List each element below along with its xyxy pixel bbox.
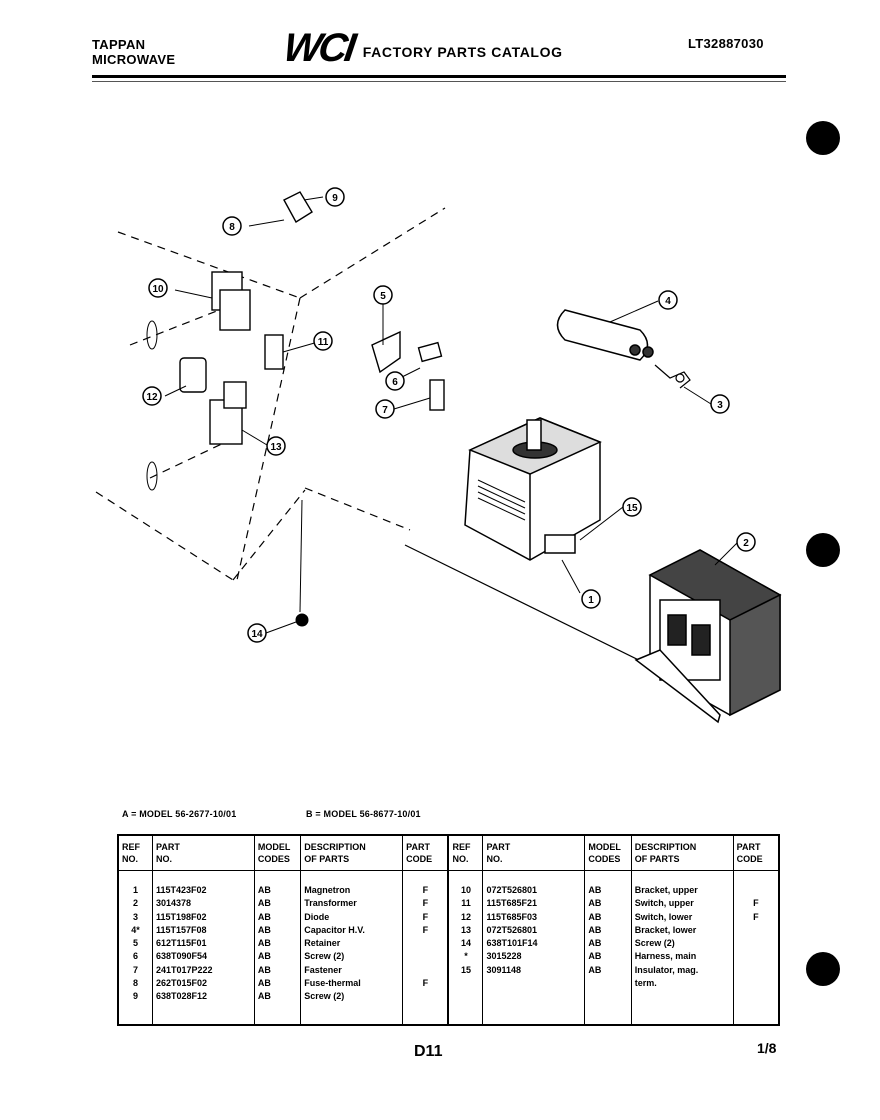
catalog-title: FACTORY PARTS CATALOG — [362, 44, 563, 60]
callout-8 — [222, 216, 242, 236]
ref-no-column-2: 10 11 12 13 14 * 15 — [447, 870, 483, 1025]
callout-label-12: 12 — [146, 392, 158, 403]
model-a-legend: A = MODEL 56-2677-10/01 — [122, 809, 237, 819]
callout-label-11: 11 — [318, 337, 329, 348]
header-model-codes: MODEL CODES — [253, 835, 301, 871]
model-codes-column-2: AB AB AB AB AB AB AB — [584, 870, 632, 1025]
header-ref-no: REF NO. — [118, 835, 153, 871]
callout-12 — [142, 386, 162, 406]
callout-10 — [148, 278, 168, 298]
callout-5 — [373, 285, 393, 305]
callout-label-2: 2 — [743, 538, 749, 549]
part-no-column-2: 072T526801 115T685F21 115T685F03 072T526… — [482, 870, 585, 1025]
callout-label-13: 13 — [270, 442, 282, 453]
catalog-header: WCI FACTORY PARTS CATALOG — [281, 26, 563, 70]
header-ref-no-2: REF NO. — [447, 835, 483, 871]
callout-14 — [247, 623, 267, 643]
header-model-codes-2: MODEL CODES — [584, 835, 632, 871]
part-code-column-2: F F — [732, 870, 779, 1025]
callout-9 — [325, 187, 345, 207]
capacitor — [556, 309, 654, 361]
callout-label-6: 6 — [392, 377, 398, 388]
callout-label-14: 14 — [251, 629, 263, 640]
part-code-column: F F F F F — [402, 870, 449, 1025]
header-part-no-2: PART NO. — [482, 835, 585, 871]
leader-lines — [146, 196, 738, 634]
callout-11 — [313, 331, 333, 351]
table-row: 1 2 3 4* 5 6 7 8 9 115T423F02 3014378 11… — [118, 870, 779, 1025]
diode — [654, 364, 691, 389]
callout-label-8: 8 — [229, 222, 235, 233]
ref-callout-labels: 1 2 3 4 5 6 7 8 9 10 11 12 13 14 15 — [146, 193, 749, 640]
model-b-legend: B = MODEL 56-8677-10/01 — [306, 809, 421, 819]
brand-line-1: TAPPAN — [92, 37, 146, 52]
callout-6 — [385, 371, 405, 391]
callout-label-10: 10 — [152, 284, 164, 295]
switch-assemblies — [179, 191, 445, 445]
binder-hole-middle — [806, 533, 840, 567]
callout-label-7: 7 — [382, 405, 388, 416]
brand-line-2: MICROWAVE — [92, 52, 176, 67]
callout-3 — [710, 394, 730, 414]
callout-label-5: 5 — [380, 291, 386, 302]
ref-callouts — [142, 187, 756, 643]
callout-13 — [266, 436, 286, 456]
parts-table-header: REF NO. PART NO. MODEL CODES DESCRIPTION… — [118, 835, 779, 871]
description-column: Magnetron Transformer Diode Capacitor H.… — [300, 870, 403, 1025]
binder-hole-bottom — [806, 952, 840, 986]
callout-label-15: 15 — [626, 503, 638, 514]
page-count: 1/8 — [757, 1040, 777, 1056]
catalog-number: LT32887030 — [688, 36, 764, 51]
header-part-code-2: PART CODE — [732, 835, 779, 871]
header-description-2: DESCRIPTION OF PARTS — [630, 835, 734, 871]
part-no-column: 115T423F02 3014378 115T198F02 115T157F08… — [151, 870, 255, 1025]
callout-label-9: 9 — [332, 193, 338, 204]
callout-label-1: 1 — [588, 595, 594, 606]
description-column-2: Bracket, upper Switch, upper Switch, low… — [630, 870, 734, 1025]
callout-15 — [622, 497, 642, 517]
page-label: D11 — [414, 1043, 443, 1060]
transformer — [634, 549, 782, 724]
header-rule — [92, 75, 786, 78]
brand-label: TAPPAN MICROWAVE — [92, 37, 175, 67]
header-description: DESCRIPTION OF PARTS — [300, 835, 403, 871]
header-part-code: PART CODE — [402, 835, 449, 871]
binder-hole-top — [806, 121, 840, 155]
model-codes-column: AB AB AB AB AB AB AB AB AB — [253, 870, 301, 1025]
header-part-no: PART NO. — [151, 835, 255, 871]
callout-label-4: 4 — [665, 296, 671, 307]
header-rule-thin — [92, 81, 786, 82]
callout-label-3: 3 — [717, 400, 723, 411]
callout-2 — [736, 532, 756, 552]
callout-4 — [658, 290, 678, 310]
callout-1 — [581, 589, 601, 609]
ref-no-column: 1 2 3 4* 5 6 7 8 9 — [131, 885, 140, 1002]
exploded-parts-diagram: 1 2 3 4 5 6 7 8 9 10 11 12 13 14 15 — [95, 187, 782, 724]
callout-7 — [375, 399, 395, 419]
magnetron — [464, 417, 602, 561]
parts-table: REF NO. PART NO. MODEL CODES DESCRIPTION… — [117, 834, 780, 1026]
